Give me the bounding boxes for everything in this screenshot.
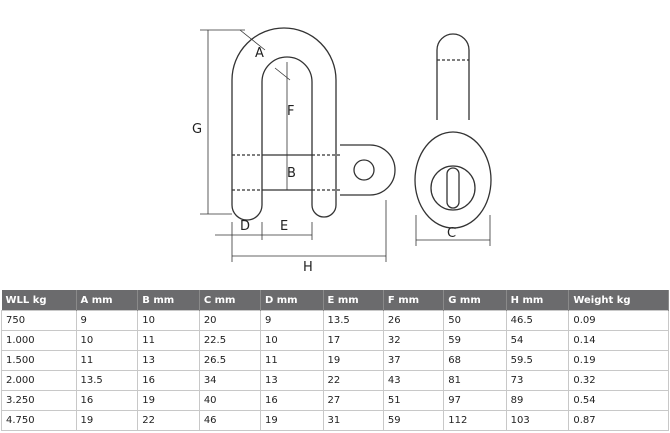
table-cell: 11 bbox=[259, 350, 324, 371]
column-header: F mm bbox=[383, 290, 445, 311]
table-cell: 50 bbox=[443, 310, 507, 331]
column-header: A mm bbox=[76, 290, 139, 311]
dim-label-d: D bbox=[240, 219, 250, 234]
table-cell: 2.000 bbox=[1, 370, 77, 391]
table-cell: 68 bbox=[443, 350, 507, 371]
table-cell: 43 bbox=[382, 370, 445, 391]
table-cell: 16 bbox=[137, 370, 200, 391]
dim-label-g: G bbox=[192, 122, 202, 137]
table-cell: 0.14 bbox=[568, 330, 669, 351]
table-cell: 0.32 bbox=[568, 370, 669, 391]
dim-label-a: A bbox=[255, 46, 264, 61]
dim-label-e: E bbox=[280, 219, 288, 234]
table-cell: 0.87 bbox=[568, 410, 669, 431]
dim-label-b: B bbox=[287, 166, 296, 181]
table-cell: 73 bbox=[505, 370, 570, 391]
column-header: B mm bbox=[137, 290, 200, 311]
table-cell: 750 bbox=[1, 310, 77, 331]
table-cell: 22 bbox=[322, 370, 384, 391]
table-cell: 10 bbox=[75, 330, 139, 351]
column-header: WLL kg bbox=[1, 290, 77, 311]
table-cell: 13.5 bbox=[322, 310, 384, 331]
table-cell: 97 bbox=[443, 390, 507, 411]
column-header: D mm bbox=[260, 290, 324, 311]
table-cell: 19 bbox=[75, 410, 139, 431]
table-cell: 13.5 bbox=[75, 370, 139, 391]
shackle-side-view bbox=[414, 33, 492, 229]
table-cell: 11 bbox=[75, 350, 139, 371]
table-cell: 11 bbox=[137, 330, 200, 351]
table-cell: 51 bbox=[382, 390, 445, 411]
table-cell: 17 bbox=[322, 330, 384, 351]
table-cell: 9 bbox=[259, 310, 324, 331]
table-cell: 26 bbox=[382, 310, 445, 331]
table-cell: 10 bbox=[259, 330, 324, 351]
table-cell: 22 bbox=[137, 410, 200, 431]
dim-label-c: C bbox=[447, 226, 456, 241]
table-cell: 13 bbox=[137, 350, 200, 371]
table-cell: 103 bbox=[505, 410, 570, 431]
table-cell: 46 bbox=[198, 410, 261, 431]
shackle-front-view bbox=[231, 27, 396, 221]
column-header: C mm bbox=[199, 290, 261, 311]
column-header: G mm bbox=[443, 290, 507, 311]
table-cell: 16 bbox=[75, 390, 139, 411]
table-cell: 0.19 bbox=[568, 350, 669, 371]
table-cell: 4.750 bbox=[1, 410, 77, 431]
table-cell: 37 bbox=[382, 350, 445, 371]
table-cell: 22.5 bbox=[198, 330, 261, 351]
table-cell: 89 bbox=[505, 390, 570, 411]
table-cell: 59.5 bbox=[505, 350, 570, 371]
table-cell: 0.54 bbox=[568, 390, 669, 411]
table-cell: 3.250 bbox=[1, 390, 77, 411]
dim-label-h: H bbox=[303, 260, 313, 275]
table-cell: 112 bbox=[443, 410, 507, 431]
table-cell: 27 bbox=[322, 390, 384, 411]
table-cell: 40 bbox=[198, 390, 261, 411]
table-cell: 10 bbox=[137, 310, 200, 331]
column-header: H mm bbox=[506, 290, 570, 311]
table-cell: 1.500 bbox=[1, 350, 77, 371]
table-cell: 0.09 bbox=[568, 310, 669, 331]
column-header: Weight kg bbox=[568, 290, 669, 311]
table-cell: 19 bbox=[259, 410, 324, 431]
shackle-drawing: A F B D E G H C bbox=[192, 27, 492, 275]
table-cell: 32 bbox=[382, 330, 445, 351]
table-cell: 59 bbox=[382, 410, 445, 431]
table-cell: 16 bbox=[259, 390, 324, 411]
table-cell: 9 bbox=[75, 310, 139, 331]
table-cell: 81 bbox=[443, 370, 507, 391]
table-cell: 26.5 bbox=[198, 350, 261, 371]
table-cell: 31 bbox=[322, 410, 384, 431]
table-cell: 20 bbox=[198, 310, 261, 331]
table-cell: 34 bbox=[198, 370, 261, 391]
table-cell: 1.000 bbox=[1, 330, 77, 351]
column-header: E mm bbox=[323, 290, 384, 311]
table-cell: 54 bbox=[505, 330, 570, 351]
table-cell: 19 bbox=[322, 350, 384, 371]
table-cell: 59 bbox=[443, 330, 507, 351]
table-cell: 46.5 bbox=[505, 310, 570, 331]
dimension-lines bbox=[200, 29, 491, 262]
table-cell: 19 bbox=[137, 390, 200, 411]
dim-label-f: F bbox=[287, 104, 294, 119]
table-cell: 13 bbox=[259, 370, 324, 391]
